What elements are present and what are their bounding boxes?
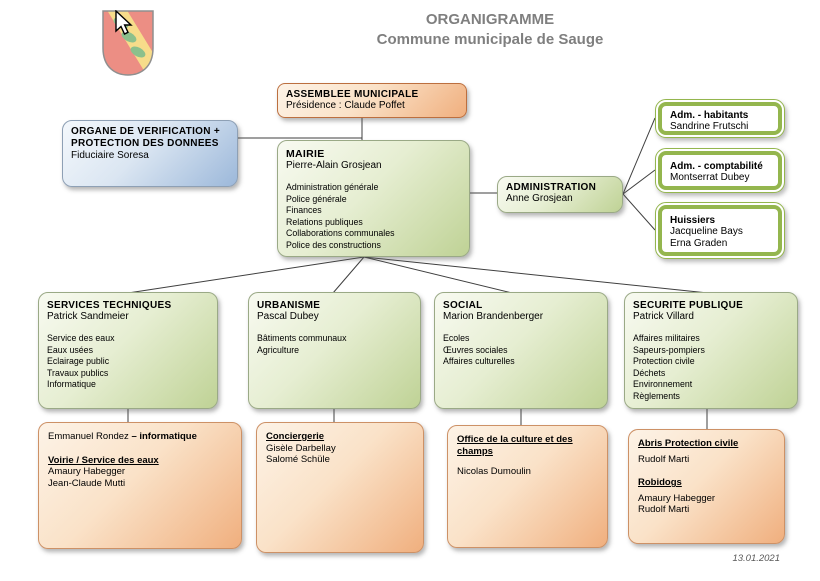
organe-title: ORGANE DE VERIFICATION + PROTECTION DES … [71,126,220,149]
urbanisme-title: URBANISME [257,300,321,311]
page-title: ORGANIGRAMME Commune municipale de Sauge [330,10,650,50]
dept-task: Travaux publics [47,367,109,378]
services-techniques-title: SERVICES TECHNIQUES [47,300,172,311]
dept-task: Agriculture [257,344,300,355]
mairie-task: Collaborations communales [286,228,395,238]
staff-name: Jean-Claude Mutti [48,477,126,489]
dept-task: Eaux usées [47,344,93,355]
huissiers-name: Erna Graden [670,238,728,249]
adm-comptabilite-title: Adm. - comptabilité [670,161,763,172]
box-securite-publique: SECURITE PUBLIQUE Patrick Villard Affair… [624,292,798,409]
staff-name: Rudolf Marti [638,453,690,465]
box-office-culture: Office de la culture et des champs Nicol… [447,425,608,548]
dept-task: Déchets [633,367,666,378]
page-title-line1: ORGANIGRAMME [425,11,555,28]
mairie-name: Pierre-Alain Grosjean [286,160,382,171]
box-abris-robidogs: Abris Protection civile Rudolf Marti Rob… [628,429,785,544]
urbanisme-name: Pascal Dubey [257,311,319,322]
securite-publique-list: Affaires militaires Sapeurs-pompiers Pro… [633,333,789,402]
assemblee-subtitle: Présidence : Claude Poffet [286,100,405,111]
social-name: Marion Brandenberger [443,311,544,322]
social-title: SOCIAL [443,300,483,311]
huissiers-title: Huissiers [670,215,716,226]
staff-name: Rudolf Marti [638,504,690,515]
dept-task: Affaires culturelles [443,356,515,366]
securite-publique-name: Patrick Villard [633,311,694,322]
dept-task: Bâtiments communaux [257,333,347,343]
assemblee-title: ASSEMBLEE MUNICIPALE [286,89,419,100]
box-organe-verification: ORGANE DE VERIFICATION + PROTECTION DES … [62,120,238,187]
social-list: Ecoles Œuvres sociales Affaires culturel… [443,333,599,368]
dept-task: Œuvres sociales [443,344,508,355]
mairie-task: Finances [286,205,322,215]
organe-subtitle: Fiduciaire Soresa [71,150,149,161]
mairie-title: MAIRIE [286,148,325,160]
cursor-icon [115,10,133,35]
box-services-techniques: SERVICES TECHNIQUES Patrick Sandmeier Se… [38,292,218,409]
services-techniques-list: Service des eaux Eaux usées Eclairage pu… [47,333,209,391]
staff-name: Salomé Schüle [266,454,330,465]
robidogs-section-title: Robidogs [638,477,682,488]
dept-task: Règlements [633,390,680,401]
dept-task: Protection civile [633,356,695,366]
page-title-line2: Commune municipale de Sauge [376,31,604,48]
dept-task: Sapeurs-pompiers [633,344,705,355]
box-huissiers-inner: Huissiers Jacqueline Bays Erna Graden [658,205,782,256]
securite-publique-title: SECURITE PUBLIQUE [633,300,744,311]
adm-habitants-title: Adm. - habitants [670,110,749,121]
abris-section-title: Abris Protection civile [638,438,739,449]
dept-task: Ecoles [443,333,470,343]
staff-name: Gisèle Darbellay [266,442,336,454]
mairie-task: Administration générale [286,182,379,192]
dept-task: Service des eaux [47,333,115,343]
adm-habitants-name: Sandrine Frutschi [670,121,749,132]
box-conciergerie: Conciergerie Gisèle Darbellay Salomé Sch… [256,422,424,553]
box-huissiers: Huissiers Jacqueline Bays Erna Graden [655,202,785,259]
box-assemblee-municipale: ASSEMBLEE MUNICIPALE Présidence : Claude… [277,83,467,118]
conciergerie-section-title: Conciergerie [266,431,325,442]
staff-name: Amaury Habegger [48,466,126,477]
dept-task: Informatique [47,379,96,389]
services-techniques-name: Patrick Sandmeier [47,311,129,322]
staff-name: Nicolas Dumoulin [457,466,531,477]
dept-task: Affaires militaires [633,333,700,343]
mairie-task: Relations publiques [286,216,363,227]
dept-task: Eclairage public [47,356,110,366]
mairie-task: Police des constructions [286,239,381,250]
dept-task: Environnement [633,379,693,389]
huissiers-name: Jacqueline Bays [670,226,743,237]
voirie-section-title: Voirie / Service des eaux [48,454,159,466]
box-urbanisme: URBANISME Pascal Dubey Bâtiments communa… [248,292,421,409]
staff-lead-line: Emmanuel Rondez – informatique [48,431,232,443]
mairie-task: Police générale [286,193,347,204]
staff-lead-normal: Emmanuel Rondez [48,431,132,442]
box-mairie: MAIRIE Pierre-Alain Grosjean Administrat… [277,140,470,257]
adm-comptabilite-name: Montserrat Dubey [670,172,750,183]
box-social: SOCIAL Marion Brandenberger Ecoles Œuvre… [434,292,608,409]
box-administration: ADMINISTRATION Anne Grosjean [497,176,623,213]
administration-title: ADMINISTRATION [506,182,597,193]
date-stamp: 13.01.2021 [732,553,780,564]
box-adm-habitants: Adm. - habitants Sandrine Frutschi [655,99,785,138]
box-adm-comptabilite-inner: Adm. - comptabilité Montserrat Dubey [658,151,782,190]
administration-name: Anne Grosjean [506,193,573,204]
staff-lead-bold: – informatique [131,431,197,442]
mairie-task-list: Administration générale Police générale … [286,182,461,251]
box-staff-technique: Emmanuel Rondez – informatique Voirie / … [38,422,242,549]
urbanisme-list: Bâtiments communaux Agriculture [257,333,412,356]
office-culture-section-title: Office de la culture et des champs [457,434,573,457]
box-adm-habitants-inner: Adm. - habitants Sandrine Frutschi [658,102,782,135]
staff-name: Amaury Habegger [638,492,716,504]
box-adm-comptabilite: Adm. - comptabilité Montserrat Dubey [655,148,785,193]
